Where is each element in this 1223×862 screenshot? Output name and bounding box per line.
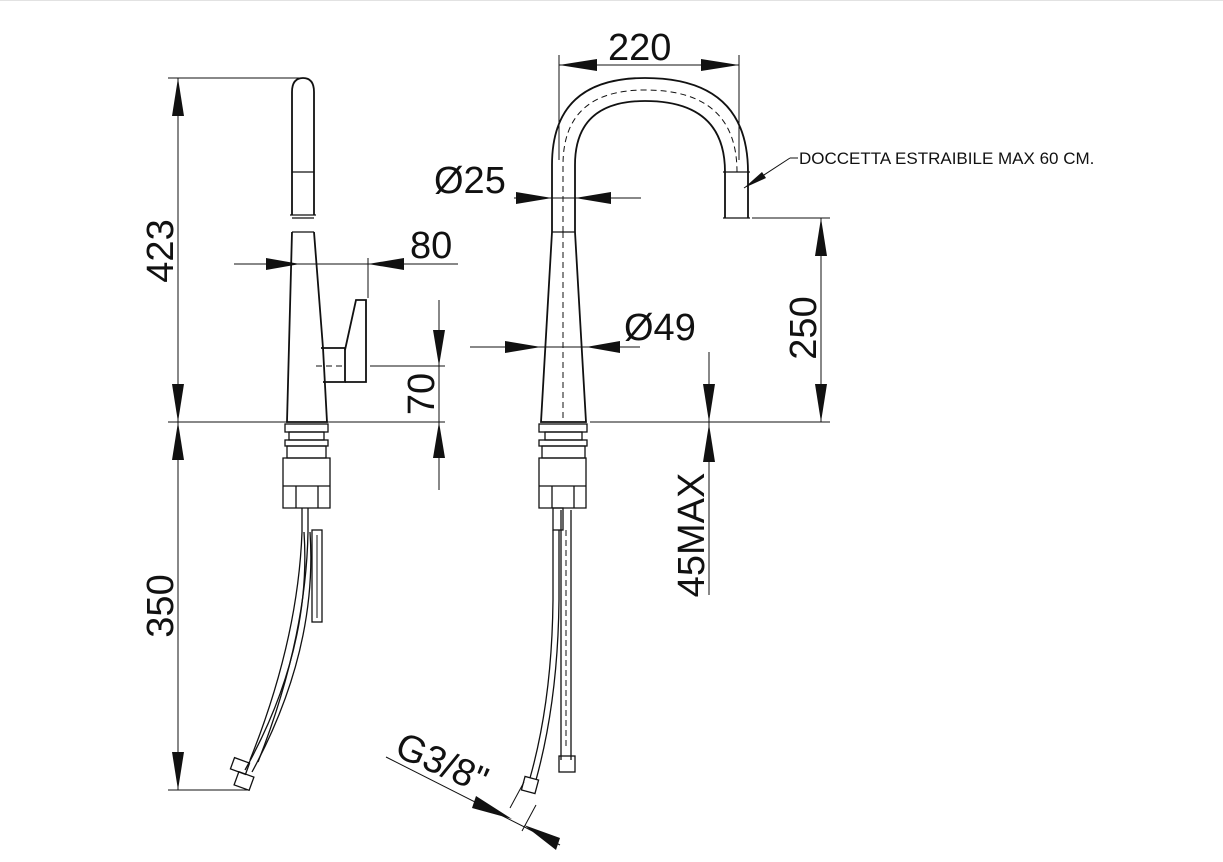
top-border bbox=[0, 0, 1223, 1]
note-text: DOCCETTA ESTRAIBILE MAX 60 CM. bbox=[799, 149, 1094, 168]
dim-spout-reach: 220 bbox=[608, 27, 671, 69]
dim-spout-height: 250 bbox=[783, 296, 825, 359]
front-body bbox=[540, 231, 587, 423]
side-body bbox=[286, 231, 328, 423]
dim-total-height: 423 bbox=[140, 219, 182, 282]
side-spout-rod bbox=[291, 77, 315, 215]
dim-handle-height: 70 bbox=[401, 373, 443, 415]
dim-spout-diameter: Ø25 bbox=[434, 160, 506, 202]
dim-hose-length: 350 bbox=[140, 574, 182, 637]
front-view-dimensions: 220 Ø25 Ø49 250 45MAX G3/8" bbox=[385, 27, 830, 850]
side-handle bbox=[321, 347, 346, 383]
pullout-note: DOCCETTA ESTRAIBILE MAX 60 CM. bbox=[743, 149, 1094, 189]
dim-deck-thickness: 45MAX bbox=[671, 473, 713, 598]
dim-spout-offset: 80 bbox=[410, 225, 452, 267]
front-view bbox=[520, 77, 750, 795]
side-view-dimensions: 423 350 80 70 bbox=[140, 77, 458, 791]
dim-thread: G3/8" bbox=[389, 725, 494, 802]
side-view bbox=[229, 77, 367, 792]
dim-body-diameter: Ø49 bbox=[624, 307, 696, 349]
